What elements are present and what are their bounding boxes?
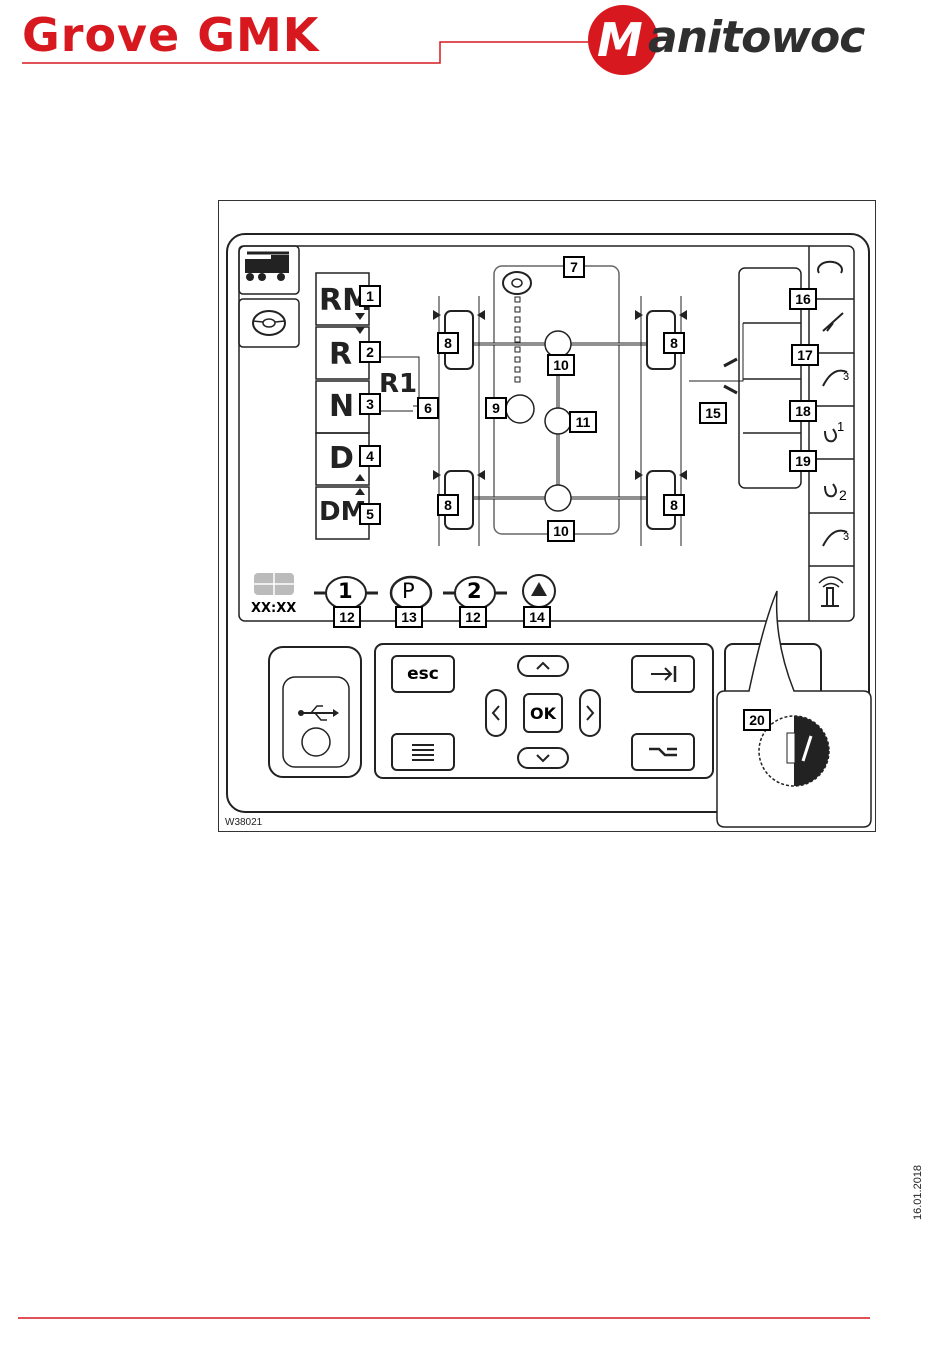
callout-15: 15 — [699, 402, 727, 424]
figure-frame: RM R N D DM R1 XX:XX 1 P 2 1 2 3 3 esc O… — [218, 200, 876, 832]
callout-2: 2 — [359, 341, 381, 363]
display-drawing — [219, 201, 877, 833]
menu-button[interactable] — [391, 733, 455, 771]
logo-initial: M — [597, 13, 643, 67]
chevron-left-icon — [487, 691, 505, 735]
callout-17: 17 — [791, 344, 819, 366]
ok-button[interactable]: OK — [523, 693, 563, 733]
chip-card-icon — [254, 573, 294, 595]
callout-10b: 10 — [547, 520, 575, 542]
chevron-right-icon — [581, 691, 599, 735]
menu-icon — [393, 735, 453, 769]
footer-date: 16.01.2018 — [912, 1165, 924, 1220]
chevron-down-icon — [519, 749, 567, 767]
callout-19: 19 — [789, 450, 817, 472]
hook-label-4: 3 — [843, 531, 849, 543]
callout-16: 16 — [789, 288, 817, 310]
callout-12a: 12 — [333, 606, 361, 628]
truck-icon — [245, 253, 289, 281]
callout-7: 7 — [563, 256, 585, 278]
callout-10a: 10 — [547, 354, 575, 376]
figure-id: W38021 — [225, 817, 262, 828]
callout-20: 20 — [743, 709, 771, 731]
tab-forward-button[interactable] — [631, 655, 695, 693]
switch-button[interactable] — [631, 733, 695, 771]
arrow-to-bar-icon — [633, 657, 693, 691]
up-button[interactable] — [517, 655, 569, 677]
gear-d: D — [329, 441, 354, 476]
callout-8d: 8 — [663, 494, 685, 516]
hook-label-2: 2 — [839, 487, 847, 503]
callout-5: 5 — [359, 503, 381, 525]
switch-icon — [633, 735, 693, 769]
callout-9: 9 — [485, 397, 507, 419]
zoom-bubble — [717, 591, 871, 827]
esc-button[interactable]: esc — [391, 655, 455, 693]
parking-label: P — [402, 579, 415, 603]
callout-4: 4 — [359, 445, 381, 467]
function-panel — [689, 268, 801, 488]
logo-text: anitowoc — [648, 12, 864, 63]
hook-label-3: 3 — [843, 371, 849, 383]
hook-label-1: 1 — [837, 419, 844, 434]
axle-label-1: 1 — [338, 579, 353, 603]
chevron-up-icon — [519, 657, 567, 675]
gear-n: N — [329, 389, 354, 424]
steering-wheel-icon — [253, 311, 285, 335]
gear-overlay: R1 — [379, 369, 417, 399]
callout-11: 11 — [569, 411, 597, 433]
callout-12b: 12 — [459, 606, 487, 628]
callout-8a: 8 — [437, 332, 459, 354]
callout-1: 1 — [359, 285, 381, 307]
steering-tab — [239, 299, 299, 347]
left-button[interactable] — [485, 689, 507, 737]
chassis-diagram — [433, 266, 687, 546]
callout-13: 13 — [395, 606, 423, 628]
callout-8b: 8 — [663, 332, 685, 354]
clock-display: XX:XX — [251, 601, 296, 616]
down-button[interactable] — [517, 747, 569, 769]
callout-14: 14 — [523, 606, 551, 628]
callout-18: 18 — [789, 400, 817, 422]
callout-8c: 8 — [437, 494, 459, 516]
usb-icon — [298, 706, 339, 720]
gear-r: R — [329, 337, 352, 372]
right-button[interactable] — [579, 689, 601, 737]
callout-3: 3 — [359, 393, 381, 415]
axle-label-2: 2 — [467, 579, 482, 603]
callout-6: 6 — [417, 397, 439, 419]
usb-cap — [302, 728, 330, 756]
